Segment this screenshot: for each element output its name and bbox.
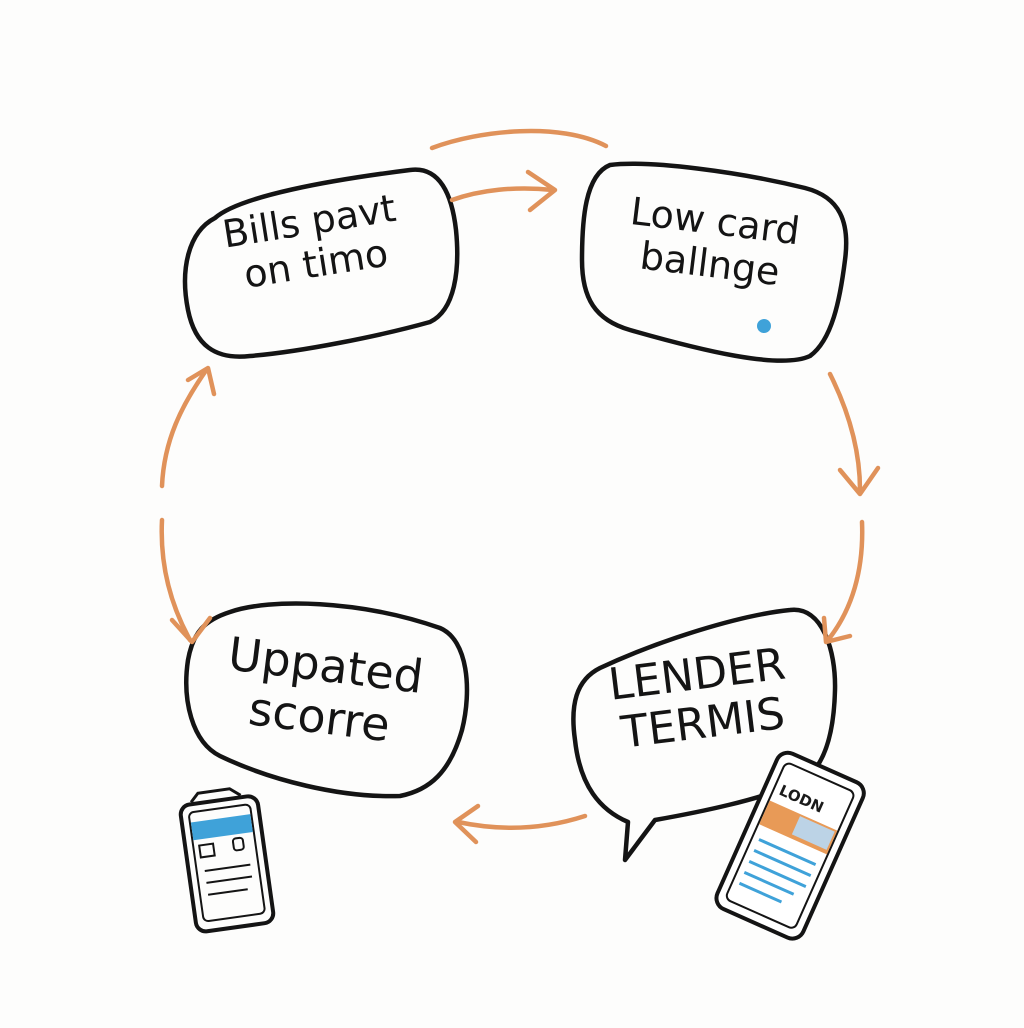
loan-phone-icon: [714, 750, 866, 941]
arrow-score-to-bills-2: [159, 369, 208, 489]
arrowhead-lender-to-score: [452, 803, 481, 845]
arrowhead-score-to-bills: [185, 365, 217, 397]
arrow-top-outer: [429, 128, 609, 151]
blue-dot-icon: [757, 319, 771, 333]
arrow-bills-to-card: [449, 186, 556, 203]
arrow-lender-to-score: [455, 813, 588, 830]
arrow-score-to-bills-1: [159, 517, 193, 643]
arrowhead-left-lower: [169, 615, 213, 645]
arrowhead-right-lower: [821, 615, 853, 645]
tablet-icon: [178, 787, 276, 934]
arrowhead-card-to-lender: [837, 465, 881, 497]
node-box-card: [579, 161, 849, 363]
node-box-bills: [182, 167, 460, 359]
arrows: [159, 128, 881, 845]
node-box-score: [184, 601, 470, 799]
arrowhead-bills-to-card: [525, 169, 558, 213]
arrow-card-to-lender-1: [827, 371, 863, 493]
arrow-card-to-lender-2: [825, 519, 865, 643]
